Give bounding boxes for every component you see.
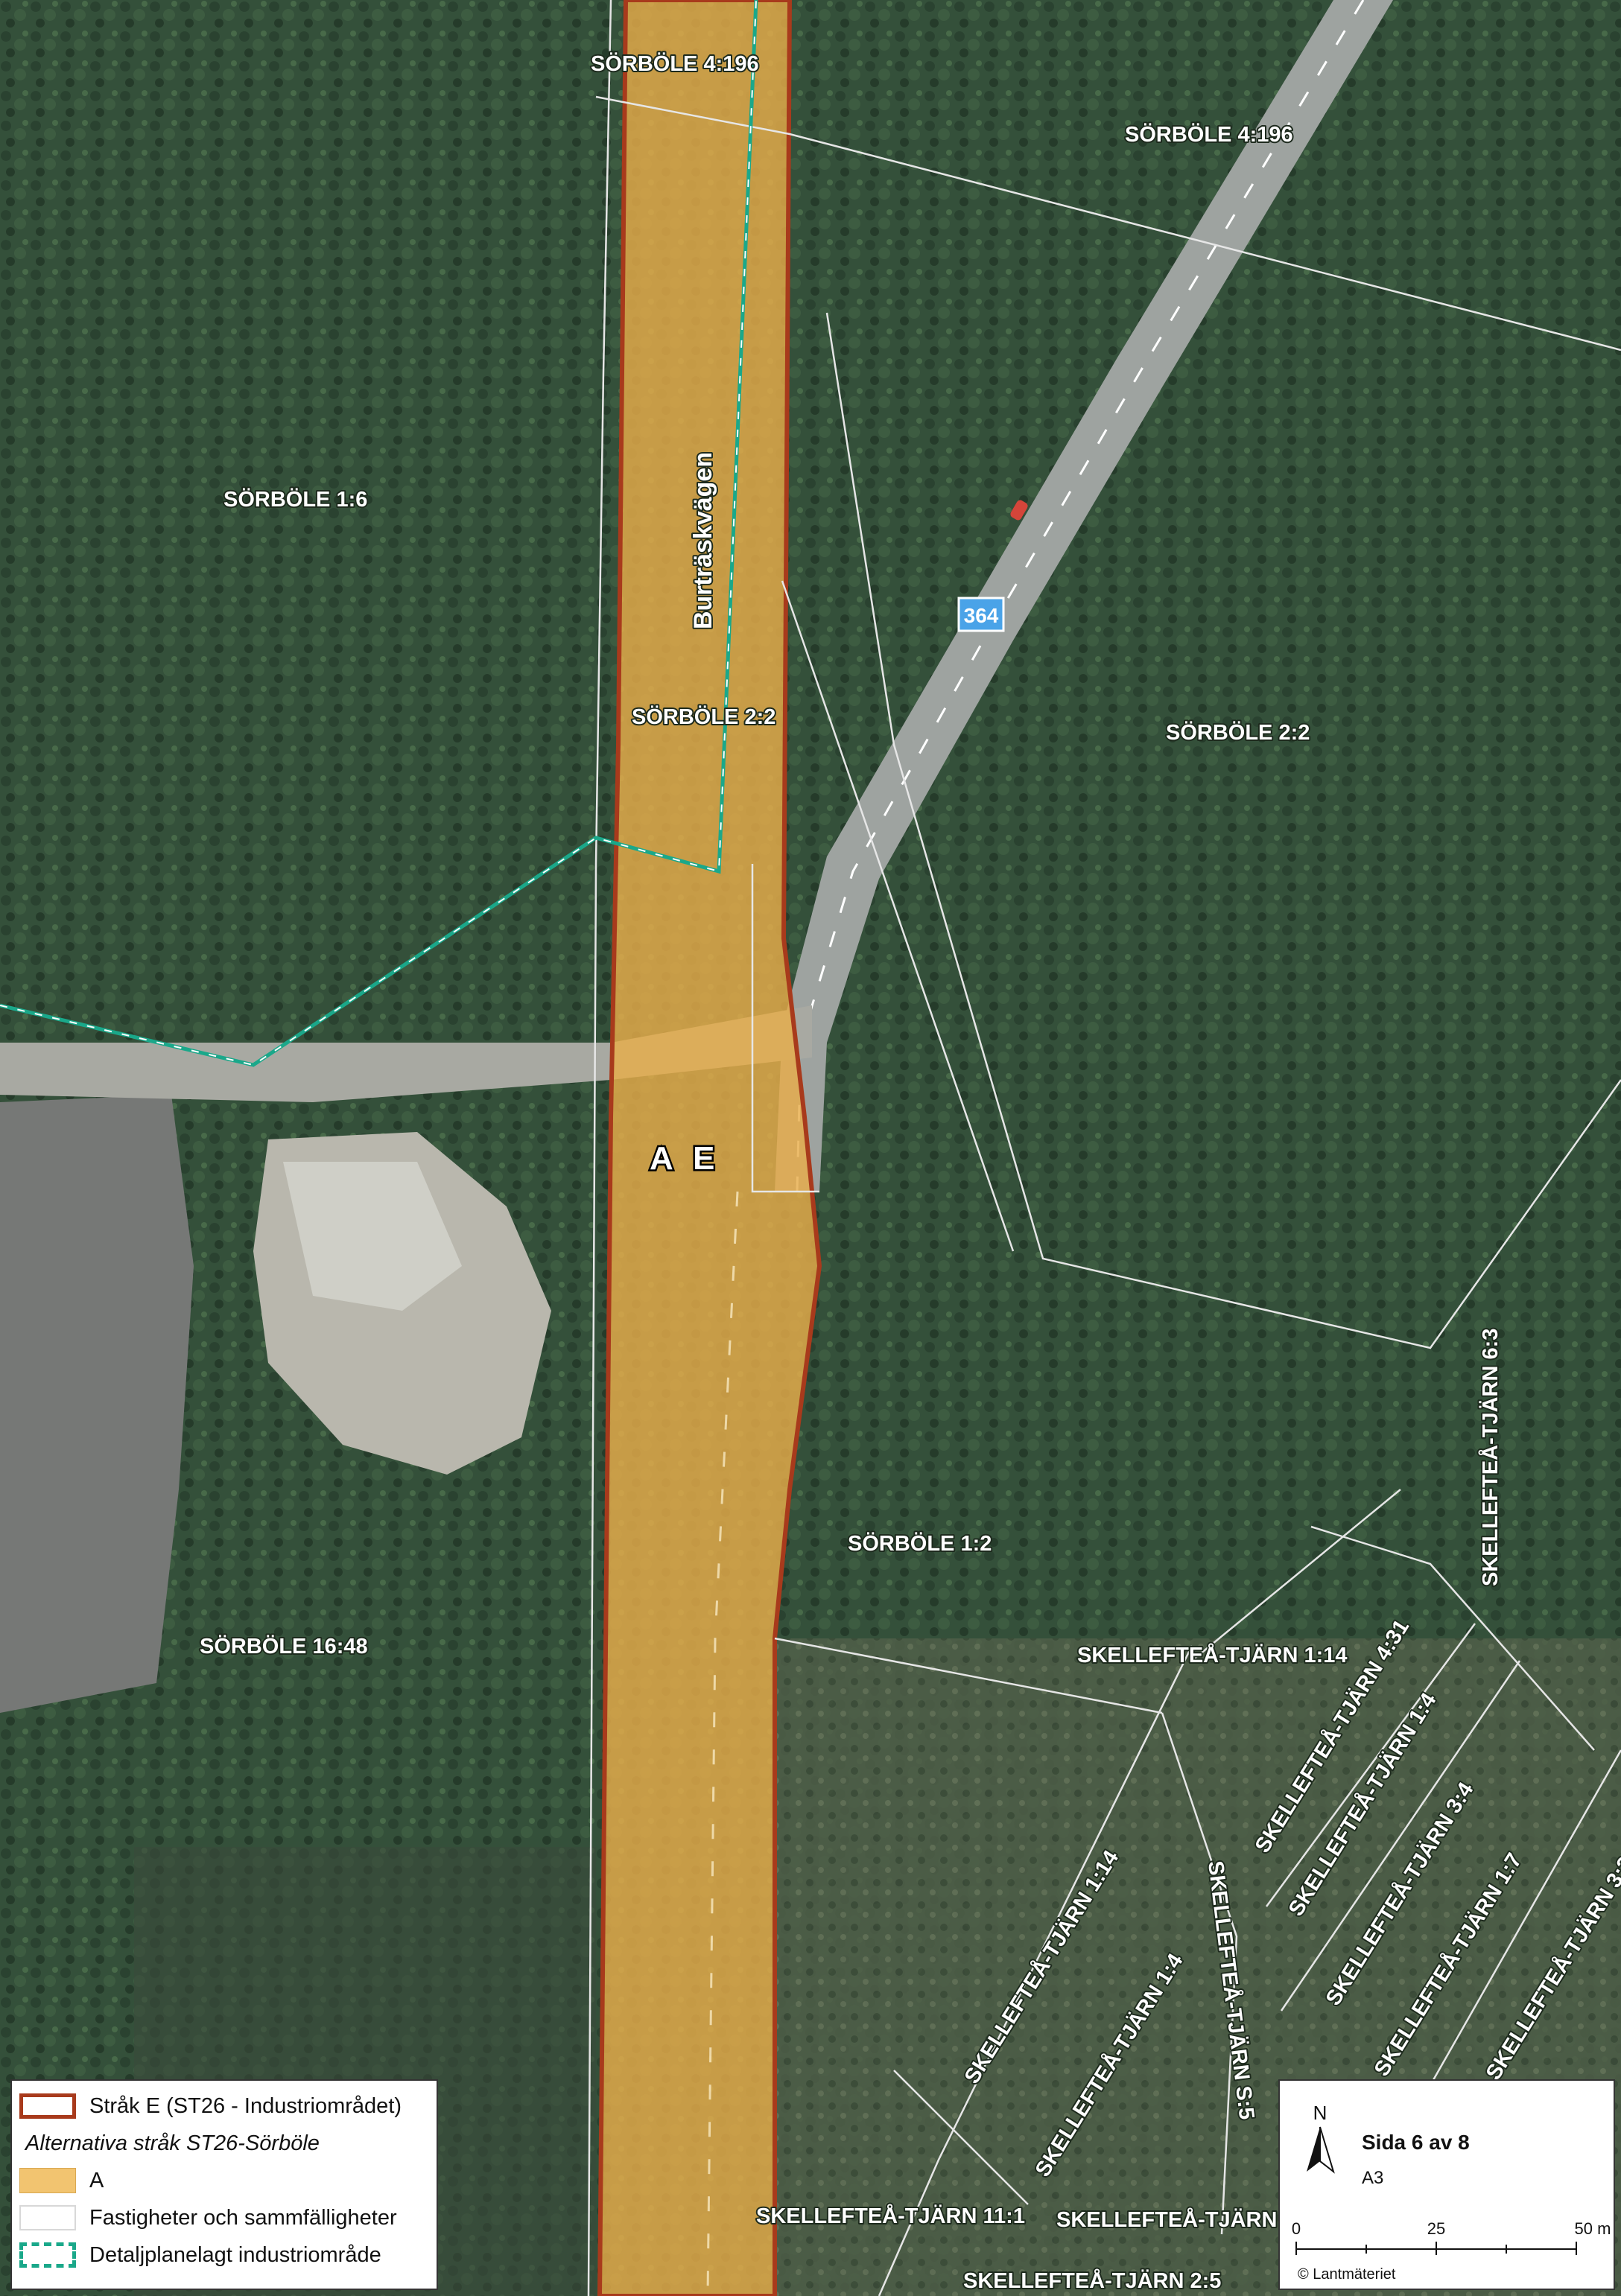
map-info-box: N Sida 6 av 8 A3 0 25 50 m © Lantmäterie… — [1278, 2079, 1615, 2290]
highway-centerline — [796, 0, 1365, 1192]
property-label: SÖRBÖLE 16:48 — [200, 1634, 368, 1659]
property-label: SÖRBÖLE 2:2 — [1166, 720, 1310, 745]
page-number: Sida 6 av 8 — [1362, 2131, 1470, 2154]
detaljplan-outline — [0, 0, 758, 1067]
legend-label: Detaljplanelagt industriområde — [89, 2242, 381, 2267]
corridor-road-markings — [706, 1191, 739, 2296]
road-name-label: Burträskvägen — [689, 452, 717, 629]
property-label: SÖRBÖLE 1:2 — [848, 1531, 992, 1556]
property-label: SÖRBÖLE 2:2 — [632, 705, 775, 729]
scale-bar: 0 25 50 m — [1292, 2219, 1611, 2255]
corridor-a-area[interactable] — [600, 0, 819, 2296]
legend-swatch-dashed — [19, 2242, 76, 2268]
property-label: SKELLEFTEÅ-TJÄRN 6:3 — [1478, 1329, 1503, 1586]
property-label: SKELLEFTEÅ-TJÄRN 1:14 — [1077, 1643, 1348, 1667]
legend-swatch-outline — [19, 2205, 76, 2230]
scale-tick-label: 50 m — [1575, 2219, 1611, 2238]
legend-item-detaljplan: Detaljplanelagt industriområde — [19, 2239, 381, 2271]
legend-label: Stråk E (ST26 - Industriområdet) — [89, 2093, 402, 2118]
spoil-heap — [283, 1162, 462, 1311]
north-letter: N — [1313, 2102, 1327, 2124]
corridor-letter-e: E — [693, 1140, 714, 1177]
scale-tick-label: 0 — [1292, 2219, 1301, 2238]
property-label: SKELLEFTEÅ-TJÄRN — [1056, 2207, 1277, 2232]
map-legend: Stråk E (ST26 - Industriområdet) Alterna… — [10, 2079, 438, 2290]
legend-item-fastigheter: Fastigheter och sammfälligheter — [19, 2201, 397, 2234]
gravel-pit — [0, 1095, 194, 1713]
property-boundaries — [587, 0, 1621, 2296]
property-label: SÖRBÖLE 4:196 — [1125, 122, 1293, 147]
info-graphics: N Sida 6 av 8 A3 0 25 50 m © Lantmäterie… — [1292, 2102, 1611, 2283]
property-label: SKELLEFTEÅ-TJÄRN 11:1 — [756, 2204, 1025, 2228]
legend-label: A — [89, 2168, 104, 2192]
scale-tick-label: 25 — [1427, 2219, 1445, 2238]
route-shield-364: 364 — [957, 597, 1005, 632]
legend-label: Fastigheter och sammfälligheter — [89, 2205, 397, 2230]
property-label: SKELLEFTEÅ-TJÄRN 2:5 — [963, 2268, 1221, 2293]
legend-item-a: A — [19, 2164, 104, 2197]
route-shield-text: 364 — [964, 604, 999, 627]
property-label: SÖRBÖLE 1:6 — [223, 487, 367, 512]
legend-item-strak-e: Stråk E (ST26 - Industriområdet) — [19, 2090, 402, 2122]
legend-swatch-fill — [19, 2168, 76, 2193]
car-marker — [1010, 500, 1028, 521]
legend-heading-label: Alternativa stråk ST26-Sörböle — [25, 2131, 320, 2155]
legend-swatch-outline — [19, 2093, 76, 2119]
paper-size: A3 — [1362, 2168, 1383, 2188]
legend-heading: Alternativa stråk ST26-Sörböle — [25, 2127, 320, 2160]
corridor-letter-a: A — [650, 1140, 673, 1177]
side-road — [0, 1005, 812, 1102]
copyright: © Lantmäteriet — [1298, 2266, 1396, 2283]
property-label: SÖRBÖLE 4:196 — [591, 51, 759, 76]
